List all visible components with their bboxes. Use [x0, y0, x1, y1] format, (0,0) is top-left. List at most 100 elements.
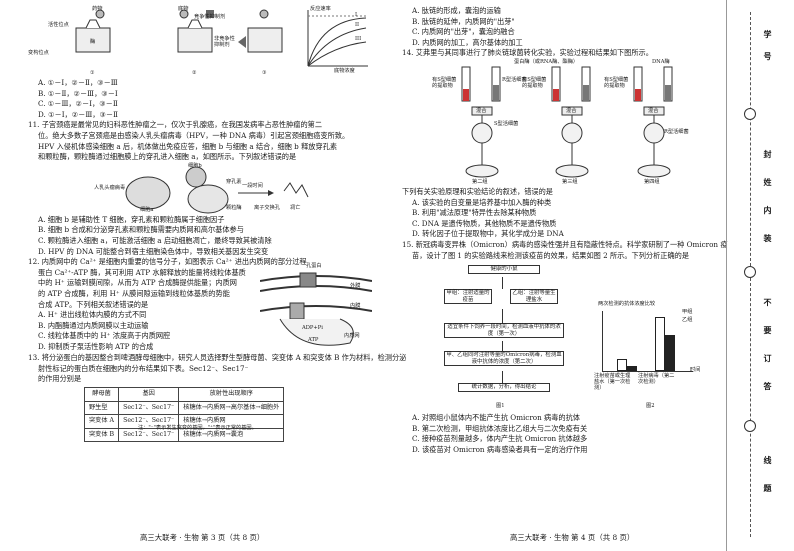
table-cell: Sec12⁻、Sec17⁻ — [118, 427, 180, 443]
table-row: 野生型 Sec12⁻、Sec17⁻ 核糖体→内质网→高尔基体→细胞外 — [83, 400, 285, 416]
label-active-site: 活性位点 — [48, 22, 69, 28]
table-cell: 核糖体→内质网→囊泡 — [178, 427, 285, 443]
margin-char: 号 — [763, 52, 773, 62]
q13-option-d: D. 内质网的加工，高尔基体的加工 — [412, 37, 523, 47]
margin-char: 题 — [763, 484, 773, 494]
table-header: 基因 — [118, 386, 180, 402]
q11-option-a: A. 细胞 b 是辅助性 T 细胞，穿孔素和颗粒酶属于细胞因子 — [38, 214, 225, 224]
label-noncompetitive-inhibitor: 非竞争性抑制剂 — [214, 36, 235, 48]
label-protease: 蛋白酶（或RNA酶、酯酶） — [514, 58, 579, 65]
q13-table-wrap: 酵母菌 基因 放射性出现顺序 野生型 Sec12⁻、Sec17⁻ 核糖体→内质网… — [28, 385, 373, 443]
curve-label-2: II — [355, 22, 360, 28]
label-enzyme-1: 酶 — [90, 39, 96, 45]
footer-right: 高三大联考 · 生物 第 4 页（共 8 页） — [510, 533, 635, 542]
cell-diagram — [125, 166, 309, 214]
label-er: 内质网 — [344, 333, 360, 340]
bar-first-jia — [617, 359, 627, 372]
table-header-row: 酵母菌 基因 放射性出现顺序 — [83, 386, 285, 402]
q12-line-1: 12. 内质网中的 Ca²⁺ 是细胞内重要的信号分子，如图表示 Ca²⁺ 进出内… — [28, 257, 307, 267]
table-cell: 野生型 — [83, 400, 120, 416]
figure-2-label: 图2 — [646, 403, 655, 410]
margin-char: 姓 — [763, 178, 773, 188]
q13-table: 酵母菌 基因 放射性出现顺序 野生型 Sec12⁻、Sec17⁻ 核糖体→内质网… — [83, 386, 285, 443]
flow-arrow — [502, 371, 503, 384]
label-cell-b: 细胞b — [188, 162, 202, 169]
q15-option-c: C. 接种疫苗剂量越多，体内产生抗 Omicron 抗体越多 — [412, 434, 588, 444]
flow-step-3: 适宜条件下饲养一段时间，检测血液中抗体的浓度（第一次） — [444, 323, 564, 338]
q11-option-b: B. 细胞 b 合成和分泌穿孔素和颗粒酶需要内质网和高尔基体参与 — [38, 225, 244, 235]
q14-stem: 下列有关实验原理和实验结论的叙述，错误的是 — [402, 186, 553, 196]
table-header: 酵母菌 — [83, 386, 120, 402]
flow-step-1: 健康的小鼠 — [468, 265, 540, 274]
xlabel-time: 时间 — [690, 367, 701, 374]
curve-label-1: I — [355, 12, 358, 18]
q11-cell-figure: 细胞b 人乳头瘤病毒 细胞a 穿孔素 颗粒酶 一段时间 凋亡 离子交换孔 — [28, 163, 373, 215]
label-ion-pore: 离子交换孔 — [254, 204, 280, 211]
q14-option-c: C. DNA 是遗传物质，其他物质不是遗传物质 — [412, 218, 557, 228]
bar-second-jia — [655, 317, 665, 372]
experiment-diagram — [461, 66, 673, 178]
q14-experiment-figure: 蛋白酶（或RNA酶、酯酶） DNA酶 有S型细菌的提取物 R型活细菌 有S型细菌… — [402, 59, 714, 187]
label-s-live: S型活细菌 — [494, 120, 519, 127]
label-atp: ATP — [308, 337, 319, 344]
table-row: 突变体 A Sec12⁻、Sec17⁻ 核糖体→内质网 — [83, 414, 285, 429]
q12-line-4: 的 ATP 合成酶，利用 H⁺ 从膜间隙运输到线粒体基质的势能 — [38, 288, 230, 298]
q10-option-c: C. ①－Ⅲ，②－Ⅰ，③－Ⅱ — [38, 99, 118, 109]
q12-option-c: C. 线粒体基质中的 H⁺ 浓度高于内质网腔 — [38, 331, 171, 341]
label-apoptosis: 凋亡 — [290, 204, 301, 211]
q13-line-2: 射性标记的蛋白质在细胞内的分布结果如下表。Sec12⁻、Sec17⁻ — [38, 363, 249, 373]
xlabel-second: 注射病毒（第二次检测） — [638, 373, 675, 386]
flow-arrow — [502, 277, 503, 290]
q15-option-b: B. 第二次检测，甲组抗体浓度比乙组大与二次免疫有关 — [412, 423, 588, 433]
label-allosteric-site: 变构位点 — [28, 50, 49, 56]
table-cell: Sec12⁻、Sec17⁻ — [118, 400, 180, 416]
table-cell: 突变体 A — [83, 414, 120, 429]
margin-char: 不 — [763, 298, 773, 308]
q11-line-1: 11. 子宫颈癌是最常见的妇科恶性肿瘤之一，仅次于乳腺癌，在我国发病率占恶性肿瘤… — [28, 120, 323, 130]
figure-1-label: 图1 — [496, 403, 505, 410]
flow-step-2a: 甲组：注射适量的疫苗 — [444, 289, 492, 304]
flow-step-4: 甲、乙组同时注射等量的Omicron病毒，检测血液中抗体的浓度（第二次） — [444, 351, 564, 366]
label-group-3: 第三组 — [562, 178, 578, 185]
legend-yi: 乙组 — [682, 317, 693, 324]
panel-num-1: ① — [90, 70, 95, 76]
label-inner-membrane: 内膜 — [350, 303, 361, 310]
label-r-live-1: R型活细菌 — [502, 76, 527, 83]
label-mix-2: 混合 — [566, 107, 577, 114]
q11-option-c: C. 颗粒酶进入细胞 a，可能激活细胞 a 启动细胞凋亡，最终导致其被清除 — [38, 235, 272, 245]
q14-option-d: D. 转化因子位于提取物中，其化学成分是 DNA — [412, 229, 564, 239]
table-row: 突变体 B Sec12⁻、Sec17⁻ 核糖体→内质网→囊泡 — [83, 427, 285, 443]
bar-first-yi — [627, 366, 637, 372]
label-hpv: 人乳头瘤病毒 — [94, 184, 126, 191]
label-period: 一段时间 — [242, 182, 263, 189]
label-s-extract-3: 有S型细菌的提取物 — [604, 76, 629, 89]
q12-option-a: A. H⁺ 进出线粒体内膜的方式不同 — [38, 310, 147, 320]
label-rate: 反应速率 — [310, 6, 331, 12]
binding-hole-icon — [744, 420, 756, 432]
membrane-diagram — [259, 272, 373, 346]
q10-option-a: A. ①－Ⅰ，②－Ⅱ，③－Ⅲ — [38, 78, 118, 87]
label-dnase: DNA酶 — [652, 58, 670, 65]
chart-plot-area — [602, 311, 693, 373]
label-substrate-conc: 底物浓度 — [334, 68, 355, 74]
bar-second-yi — [665, 335, 675, 372]
q15-line-1: 15. 新冠病毒变异株（Omicron）病毒的感染性强并且有隐蔽性特点。科学家研… — [402, 239, 728, 249]
flow-step-2b: 乙组：注射等量生理盐水 — [510, 289, 558, 304]
q13-line-1: 13. 将分泌蛋白的基因整合到啤酒酵母细胞中，研究人员选择野生型酵母菌、突变体 … — [28, 353, 407, 363]
panel-num-2: ② — [192, 70, 197, 76]
q12-block: 12. 内质网中的 Ca²⁺ 是细胞内重要的信号分子，如图表示 Ca²⁺ 进出内… — [28, 257, 373, 353]
table-cell: 核糖体→内质网→高尔基体→细胞外 — [178, 400, 285, 416]
panel-num-3: ③ — [262, 70, 267, 76]
margin-char: 要 — [763, 326, 773, 336]
q15-option-a: A. 对照组小鼠体内不能产生抗 Omicron 病毒的抗体 — [412, 413, 580, 423]
label-mix-1: 混合 — [476, 107, 487, 114]
table-header: 放射性出现顺序 — [178, 386, 285, 402]
margin-char: 封 — [763, 150, 773, 160]
label-outer-membrane: 外膜 — [350, 283, 361, 290]
left-column: 药物 活性位点 底物 竞争性抑制剂 非竞争性抑制剂 酶 变构位点 反应速率 底物… — [28, 6, 407, 443]
label-s-extract-1: 有S型细菌的提取物 — [432, 76, 457, 89]
xlabel-first: 注射疫苗或生理盐水（第一次检测） — [594, 373, 631, 392]
margin-char: 内 — [763, 206, 773, 216]
chart-title: 两次检测的抗体浓度比较 — [598, 301, 656, 308]
